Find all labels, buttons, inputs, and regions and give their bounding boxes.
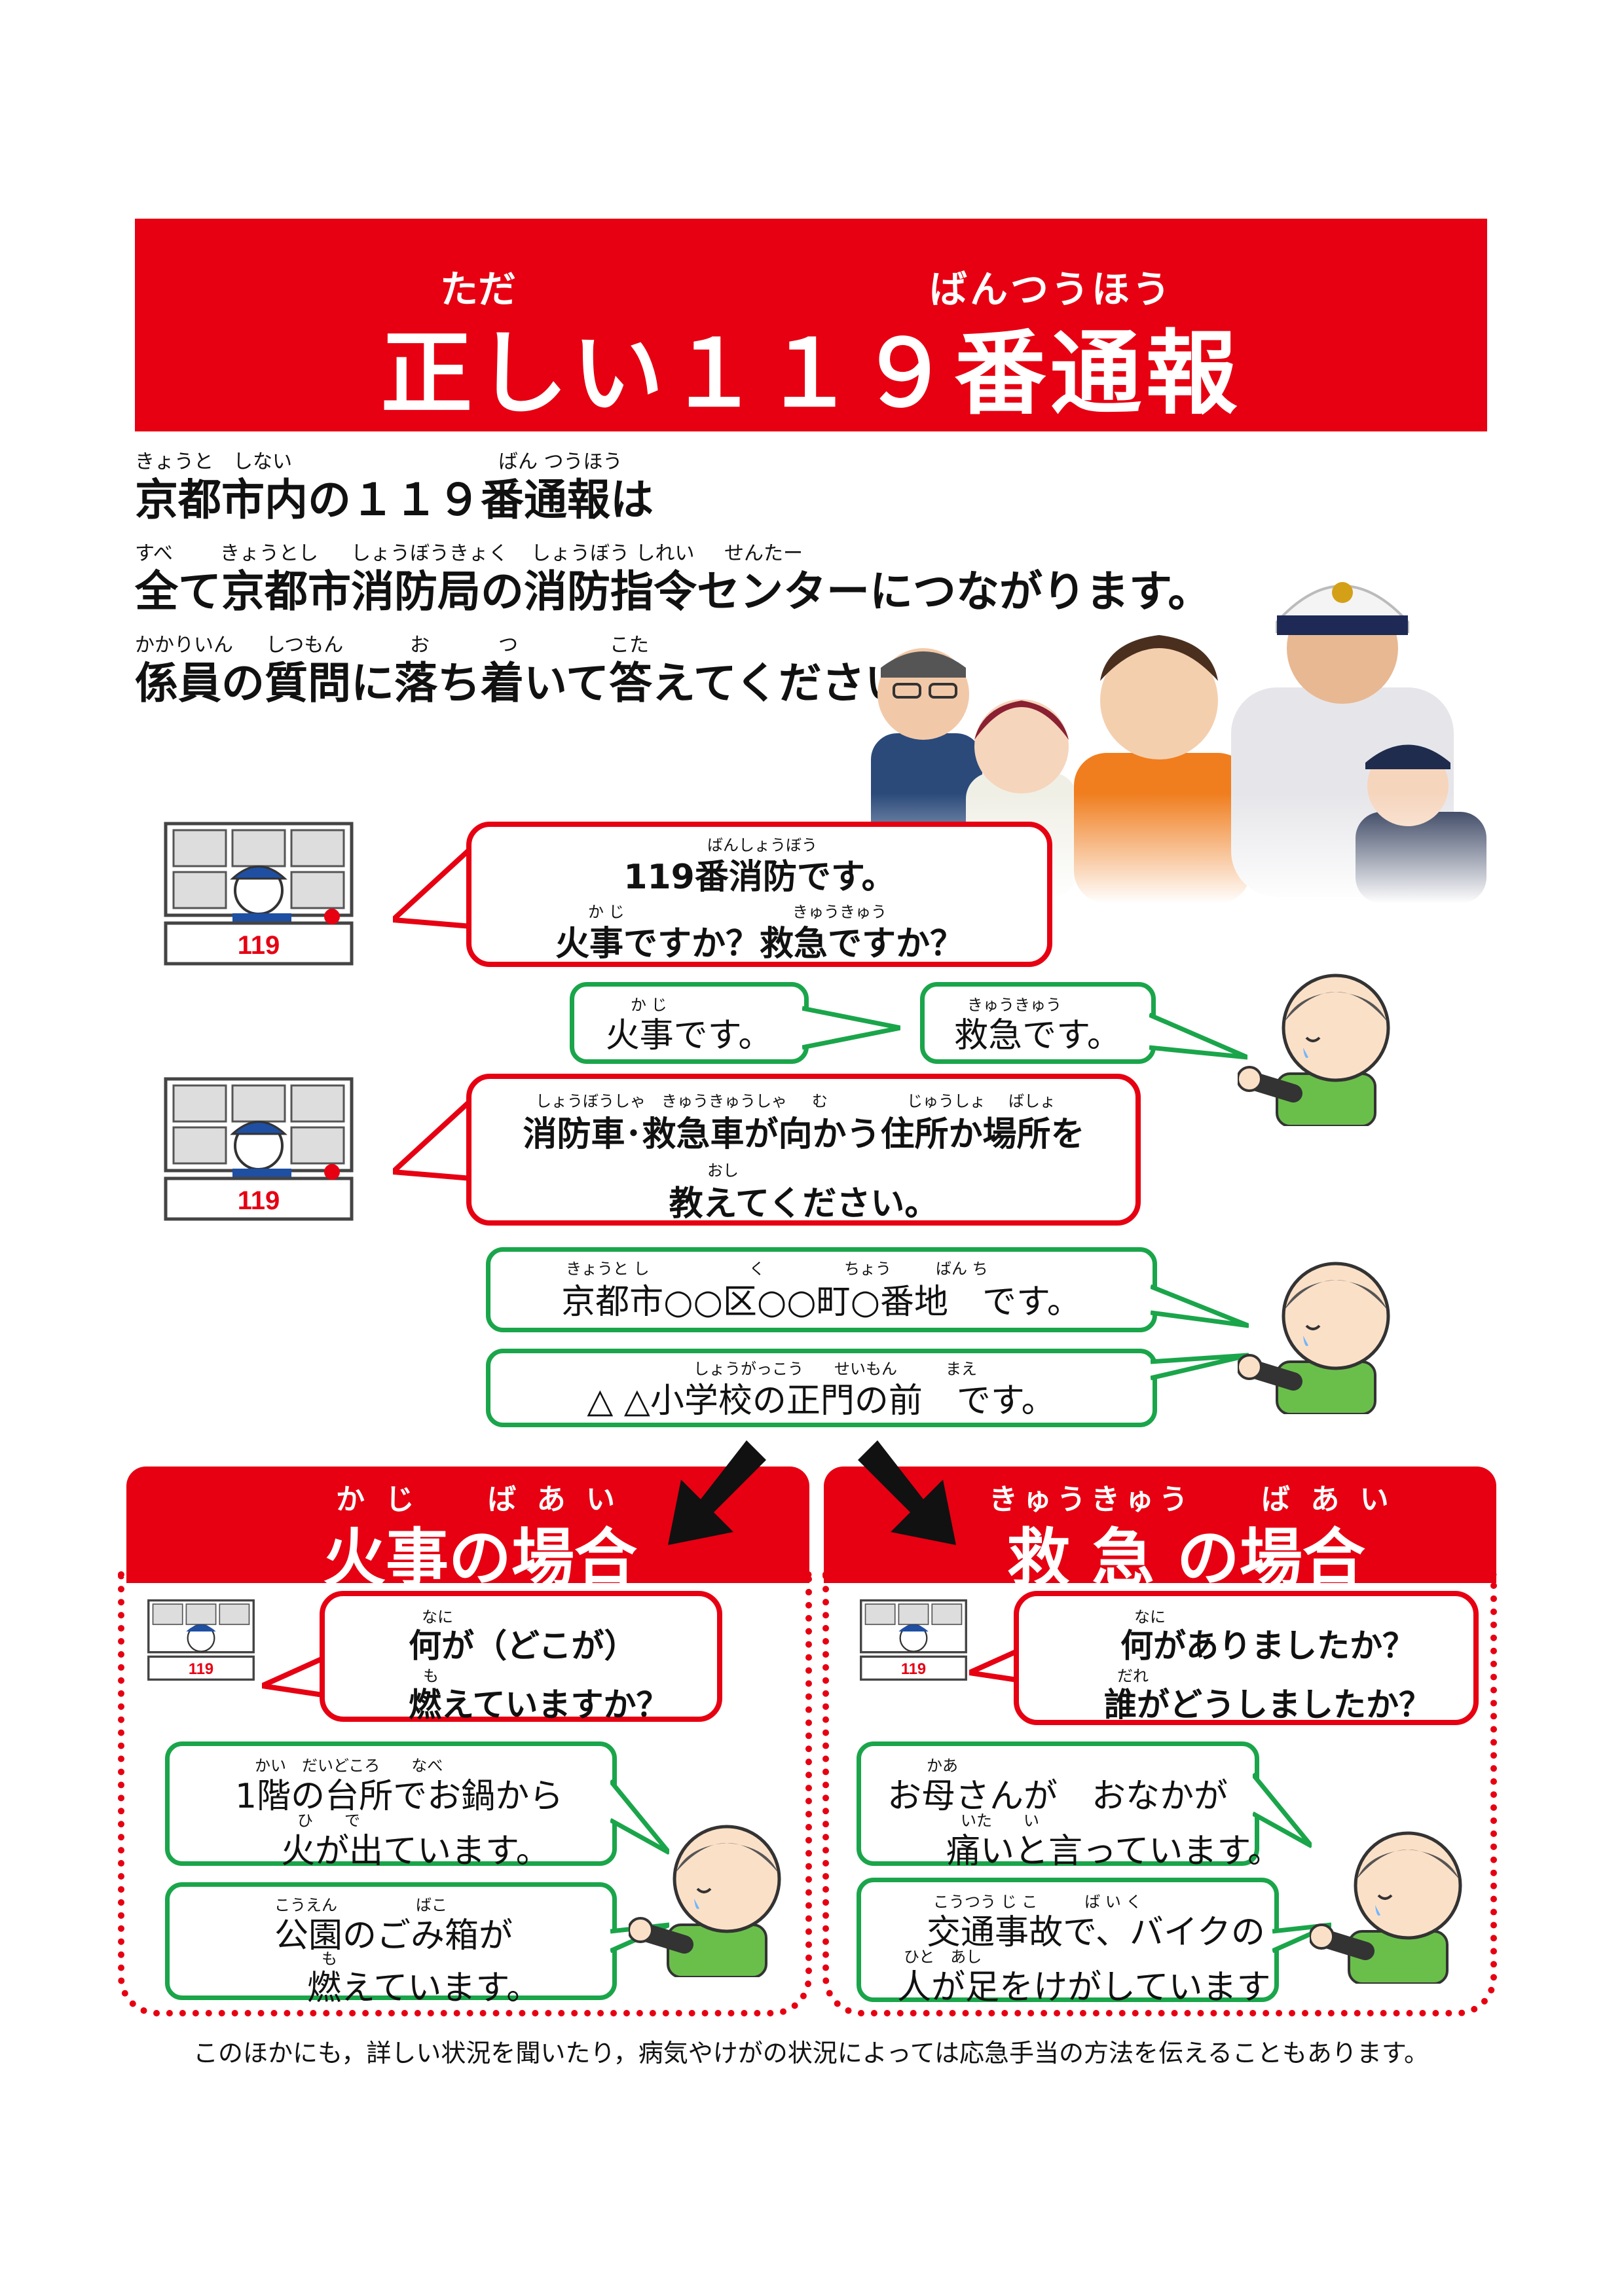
ambulance-case-title: 救 急 の場合 [1007, 1522, 1365, 1595]
ambulance-question-bubble: なに 何がありましたか？ だれ 誰がどうしましたか？ [1014, 1591, 1479, 1725]
dispatcher-icon: 119 [147, 1599, 255, 1681]
desk-label: 119 [901, 1661, 926, 1678]
fire-case-title: 火事の場合 [323, 1522, 637, 1595]
title-ruby-right: ばんつうほう [929, 267, 1173, 312]
fire-staff-illustration [825, 537, 1532, 903]
bubble-tail-q1 [393, 846, 471, 929]
ambulance-answer-1-bubble: かあ お母さんが おなかが いた い 痛いと言っています。 [857, 1741, 1282, 1871]
answer-address-bubble: きょうと し く ちょう ばん ち 京都市○○区○○町○番地 です。 [486, 1247, 1157, 1332]
answer-landmark-bubble: しょうがっこう せいもん まえ △ △小学校の正門の前 です。 [486, 1349, 1157, 1427]
arrow-down-right-icon [858, 1440, 956, 1545]
caller-icon [629, 1825, 781, 1977]
dispatcher-icon: 119 [164, 1077, 354, 1221]
caller-icon [1310, 1831, 1462, 1984]
bubble-tail-q2 [393, 1098, 471, 1181]
intro-line3: 係員の質問に落ち着いて答えてください。 [135, 658, 951, 708]
arrow-down-left-icon [668, 1440, 766, 1545]
intro-line1: 京都市内の１１９番通報は [135, 475, 654, 525]
intro-line3-ruby: かかりいん しつもん お つ こた [135, 634, 649, 657]
bubble-tail-ambulance-a1 [1253, 1772, 1312, 1849]
dispatcher-question-1: ばんしょうぼう 119番消防です。 か じ きゅうきゅう 火事ですか？救急ですか… [466, 822, 1052, 967]
desk-label: 119 [238, 931, 280, 960]
desk-label: 119 [238, 1186, 280, 1215]
answer-fire-bubble: か じ 火事です。 [570, 982, 809, 1064]
bubble-tail-a2-address [1151, 1284, 1249, 1328]
bubble-tail-a2-landmark [1151, 1353, 1249, 1381]
bubble-tail-a1-ambulance [1149, 1012, 1247, 1060]
fire-question-bubble: なに 何が（どこが） も 燃えていますか？ [320, 1591, 722, 1724]
dispatcher-icon: 119 [860, 1599, 967, 1681]
footer-note: このほかにも，詳しい状況を聞いたり，病気やけがの状況によっては応急手当の方法を伝… [193, 2039, 1430, 2068]
page-title: 正しい１１９番通報 [380, 321, 1242, 428]
ambulance-answer-2-bubble: こうつう じ こ ば い く 交通事故で、バイクの ひと あし 人が足をけがして… [857, 1878, 1279, 2007]
desk-label: 119 [189, 1661, 213, 1678]
fire-answer-2-bubble: こうえん ばこ 公園のごみ箱が も 燃えています。 [165, 1882, 617, 2008]
fire-answer-1-bubble: かい だいどころ なべ 1階の台所でお鍋から ひ で 火が出ています。 [165, 1741, 617, 1871]
caller-icon [1238, 1262, 1390, 1414]
intro-line2-ruby: すべ きょうとし しょうぼうきょく しょうぼう しれい せんたー [135, 542, 803, 565]
bubble-tail-fire-a1 [610, 1779, 669, 1855]
answer-ambulance-bubble: きゅうきゅう 救急です。 [920, 982, 1156, 1064]
title-ruby-left: ただ [439, 267, 516, 312]
caller-icon [1238, 974, 1390, 1126]
intro-line1-ruby: きょうと しない ばん つうほう [135, 450, 623, 473]
title-banner [135, 219, 1487, 431]
dispatcher-question-2: しょうぼうしゃ きゅうきゅうしゃ む じゅうしょ ばしょ 消防車･救急車が向かう… [466, 1074, 1141, 1226]
dispatcher-icon: 119 [164, 822, 354, 966]
bubble-tail-fire-q [262, 1654, 327, 1698]
ambulance-case-header: きゅうきゅう ば あ い 救 急 の場合 [824, 1467, 1496, 1595]
bubble-tail-a1-fire [802, 1006, 900, 1050]
